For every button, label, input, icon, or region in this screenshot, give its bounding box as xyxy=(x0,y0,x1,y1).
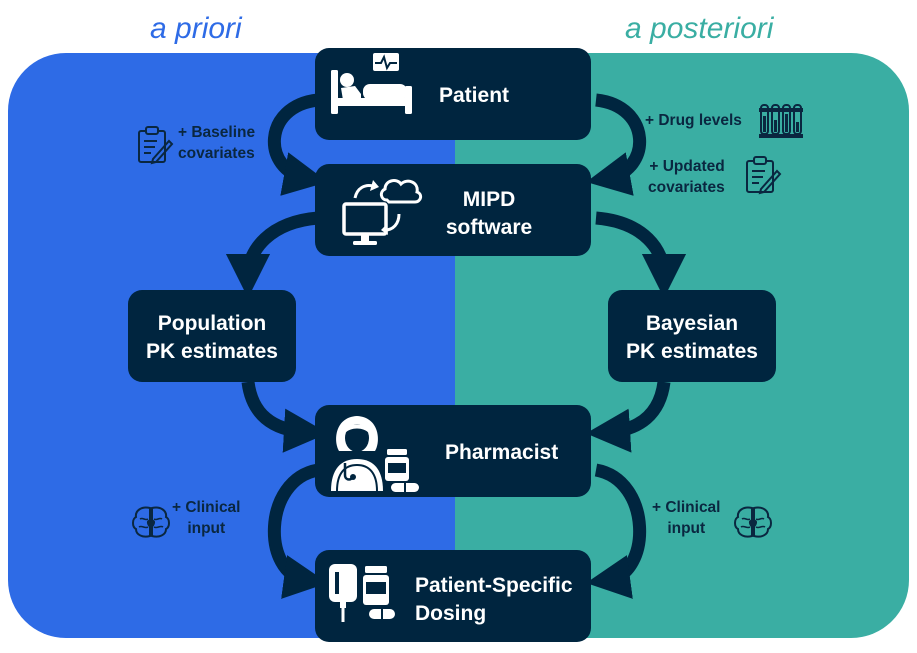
dosing-label-line2: Dosing xyxy=(415,602,487,625)
pharmacist-icon xyxy=(331,416,419,492)
flow-arrows xyxy=(225,93,687,599)
updated-line2: covariates xyxy=(648,179,725,196)
clinical-input-left-annotation: + Clinical input xyxy=(172,497,241,539)
drug-levels-annotation: + Drug levels xyxy=(645,112,742,129)
mipd-label-line1: MIPD xyxy=(462,188,516,211)
patient-label: Patient xyxy=(439,84,510,107)
clipboard-icon xyxy=(138,126,174,165)
arrow-pharmacist-to-dosing-right xyxy=(586,463,646,599)
baseline-covariates-annotation: + Baseline covariates xyxy=(178,122,255,164)
test-tubes-icon xyxy=(759,104,803,138)
clipboard-icon xyxy=(746,156,782,195)
mipd-software-node: MIPD software xyxy=(315,164,591,256)
clinical-right-line1: + Clinical xyxy=(652,499,721,516)
patient-in-bed-icon xyxy=(331,53,412,114)
updated-covariates-annotation: + Updated covariates xyxy=(648,156,725,198)
pharmacist-node: Pharmacist xyxy=(315,405,591,497)
arrow-mipd-to-population xyxy=(225,211,319,299)
baseline-line1: + Baseline xyxy=(178,124,256,141)
bayesian-pk-node: Bayesian PK estimates xyxy=(608,290,776,382)
population-label-line2: PK estimates xyxy=(146,340,278,363)
population-label-line1: Population xyxy=(157,312,267,335)
arrow-bayesian-to-pharmacist xyxy=(585,380,671,453)
arrow-patient-to-mipd-left xyxy=(267,93,328,196)
mipd-label-line2: software xyxy=(445,216,533,239)
clinical-right-line2: input xyxy=(667,520,706,537)
baseline-line2: covariates xyxy=(178,145,255,162)
arrow-pharmacist-to-dosing-left xyxy=(268,463,328,599)
arrow-population-to-pharmacist xyxy=(241,380,329,453)
clinical-input-right-annotation: + Clinical input xyxy=(652,497,721,539)
updated-line1: + Updated xyxy=(649,158,725,175)
arrow-patient-to-mipd-right xyxy=(586,93,647,196)
clinical-left-line1: + Clinical xyxy=(172,499,241,516)
iv-bag-medication-icon xyxy=(329,564,395,622)
bayesian-label-line2: PK estimates xyxy=(626,340,758,363)
a-priori-title: a priori xyxy=(150,12,242,45)
arrow-mipd-to-bayesian xyxy=(595,211,687,299)
patient-specific-dosing-node: Patient-Specific Dosing xyxy=(315,550,591,642)
clinical-left-line2: input xyxy=(187,520,226,537)
patient-node: Patient xyxy=(315,48,591,140)
bayesian-label-line1: Bayesian xyxy=(645,312,739,335)
computer-cloud-sync-icon xyxy=(342,179,423,245)
a-posteriori-title: a posteriori xyxy=(625,12,774,45)
brain-heart-icon xyxy=(132,506,170,538)
pharmacist-label: Pharmacist xyxy=(445,441,559,464)
brain-heart-icon xyxy=(734,506,772,538)
population-pk-node: Population PK estimates xyxy=(128,290,296,382)
dosing-label-line1: Patient-Specific xyxy=(415,574,573,597)
